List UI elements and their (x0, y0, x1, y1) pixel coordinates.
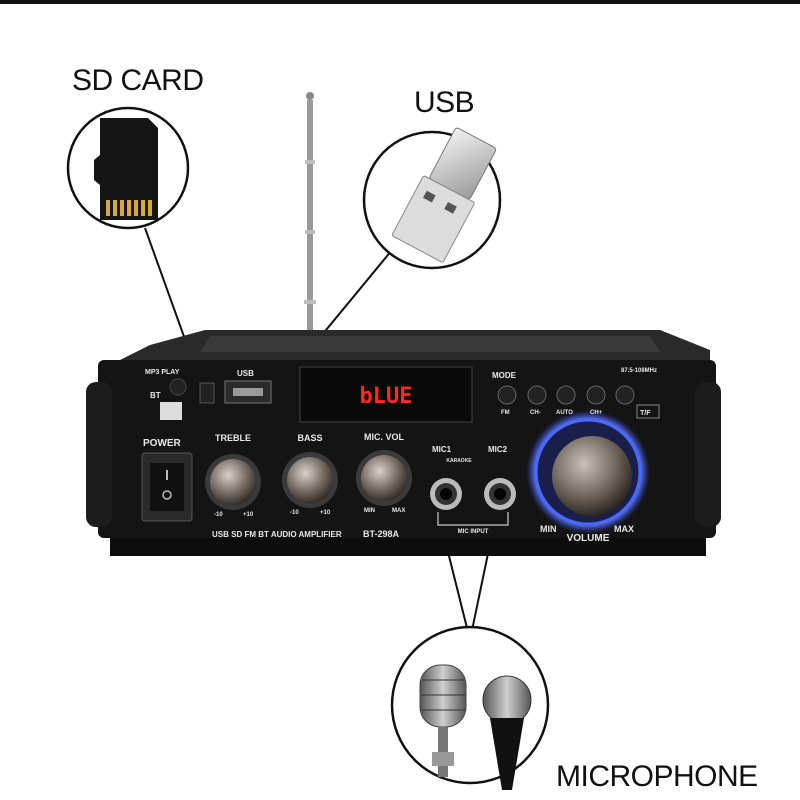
fm-button-label: FM (501, 410, 510, 416)
microphone-callout (390, 625, 550, 790)
ch-minus-button[interactable] (527, 385, 547, 405)
usb-callout (362, 127, 502, 270)
fm-range-label: 87.5-108MHz (621, 368, 657, 374)
volume-label: VOLUME (567, 533, 610, 544)
tf-badge (636, 404, 660, 419)
lcd-text: bLUE (360, 384, 413, 409)
tf-label: T/F (640, 410, 651, 417)
top-border (0, 0, 800, 4)
repeat-button[interactable] (615, 385, 635, 405)
bass-min-label: -10 (290, 510, 299, 516)
volume-knob[interactable] (526, 410, 650, 534)
sd-card-slot[interactable] (199, 382, 215, 404)
antenna (304, 92, 316, 340)
mic-vol-max-label: MAX (392, 508, 405, 514)
power-label: POWER (143, 438, 182, 449)
mic2-jack[interactable] (484, 478, 516, 510)
karaoke-label: KARAOKE (446, 458, 472, 464)
usb-label: USB (414, 86, 475, 119)
bass-max-label: +10 (320, 510, 331, 516)
auto-label: AUTO (556, 410, 573, 416)
mic1-jack[interactable] (430, 478, 462, 510)
mic-vol-min-label: MIN (364, 508, 375, 514)
treble-min-label: -10 (214, 512, 223, 518)
mic-input-label: MIC INPUT (458, 529, 489, 535)
sd-card-icon (94, 118, 158, 220)
mode-label: MODE (492, 371, 517, 380)
mode-fm-button[interactable] (497, 385, 517, 405)
usb-port-label: USB (237, 369, 254, 378)
ch-plus-button[interactable] (586, 385, 606, 405)
sd-card-callout (66, 106, 190, 230)
volume-min-label: MIN (540, 524, 557, 534)
volume-max-label: MAX (614, 524, 634, 534)
treble-max-label: +10 (243, 512, 254, 518)
ch-minus-label: CH- (530, 410, 541, 416)
mic1-label: MIC1 (432, 445, 452, 454)
button-row (497, 385, 635, 405)
mic2-label: MIC2 (488, 445, 508, 454)
auto-button[interactable] (556, 385, 576, 405)
mp3-play-label: MP3 PLAY (145, 369, 180, 376)
ch-plus-label: CH+ (590, 410, 603, 416)
bt-label: BT (150, 391, 161, 400)
vintage-mic-icon (419, 664, 467, 777)
lcd-display (299, 366, 473, 423)
microphone-label: MICROPHONE (556, 760, 758, 793)
treble-knob[interactable] (205, 454, 261, 510)
mic-volume-knob[interactable] (356, 450, 412, 506)
bass-label: BASS (297, 433, 322, 443)
model-label: BT-298A (363, 529, 400, 539)
bt-badge (160, 402, 182, 420)
bass-knob[interactable] (282, 452, 338, 508)
model-line-label: USB SD FM BT AUDIO AMPLIFIER (212, 530, 342, 539)
mic-vol-label: MIC. VOL (364, 432, 405, 442)
sd-card-label: SD CARD (72, 64, 204, 97)
usb-plug-icon (391, 127, 497, 263)
handheld-mic-icon (482, 675, 532, 790)
treble-label: TREBLE (215, 433, 251, 443)
